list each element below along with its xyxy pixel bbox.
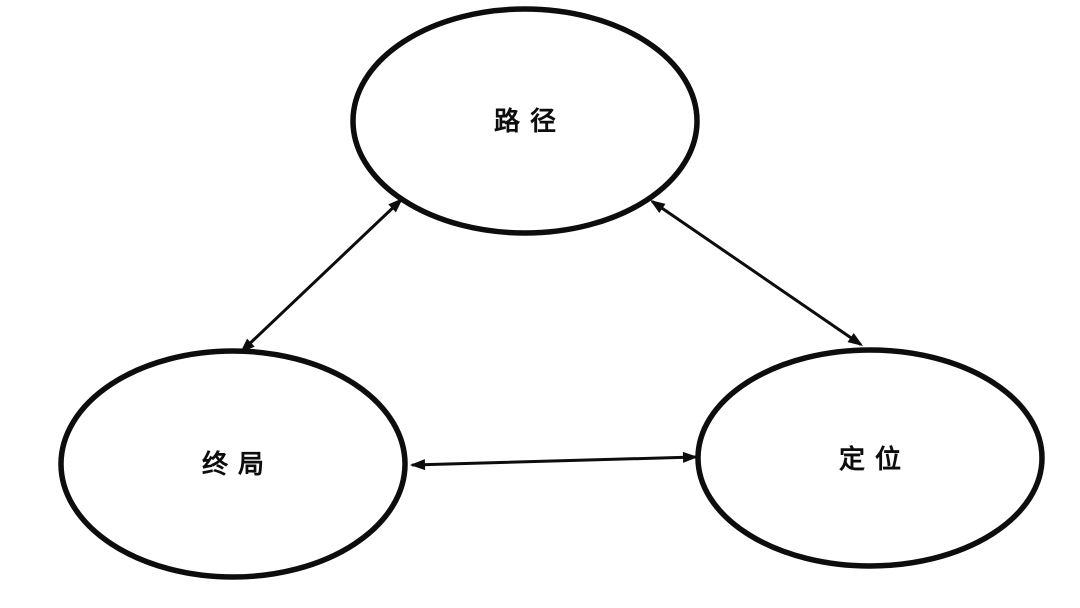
node-label: 路径 <box>494 106 566 137</box>
edge-line <box>651 200 862 346</box>
node-label: 定位 <box>839 444 911 475</box>
edge-zhongju-lujing <box>240 198 403 353</box>
node-ellipse <box>58 348 408 580</box>
arrowhead-icon <box>388 198 403 213</box>
edge-zhongju-dingwei <box>410 451 698 471</box>
arrowhead-icon <box>650 200 666 214</box>
arrowhead-icon <box>410 459 426 471</box>
node-label: 终局 <box>202 449 274 480</box>
node-lujing: 路径 <box>350 6 700 236</box>
arrowhead-icon <box>847 332 863 346</box>
edge-line <box>241 199 402 352</box>
node-dingwei: 定位 <box>695 347 1045 569</box>
node-ellipse <box>350 6 700 236</box>
node-zhongju: 终局 <box>58 348 408 580</box>
node-ellipse <box>695 347 1045 569</box>
edge-lujing-dingwei <box>650 200 863 346</box>
edge-line <box>411 455 697 467</box>
arrowhead-icon <box>682 451 698 463</box>
